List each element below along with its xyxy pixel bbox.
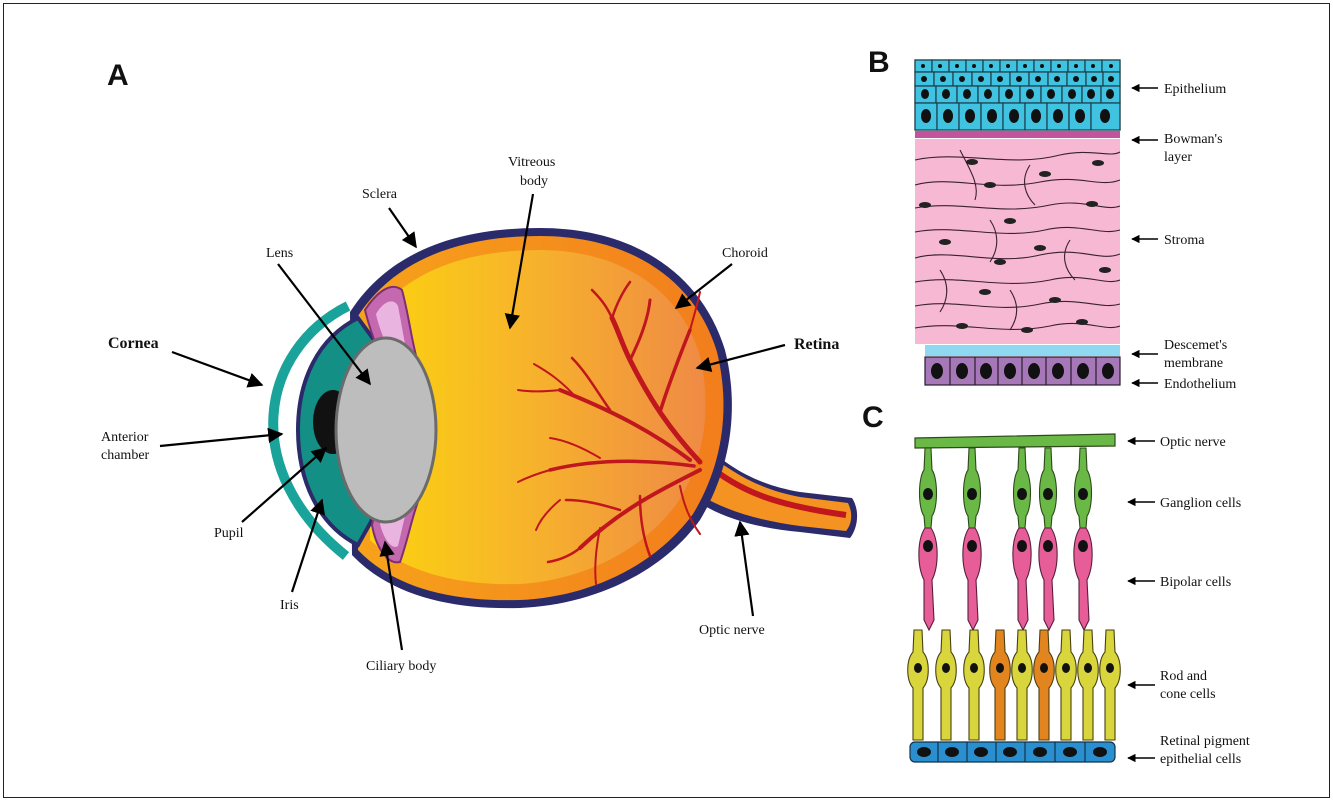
retina-layers-diagram: C Optic nerve Ganglion cells Bipol bbox=[862, 401, 1250, 767]
rod-nucleus bbox=[914, 663, 922, 673]
arrow-optic-nerve bbox=[740, 522, 753, 616]
stroma bbox=[915, 139, 1120, 344]
panel-letter-b: B bbox=[868, 46, 890, 79]
panel-letter-c: C bbox=[862, 401, 884, 434]
rod-nucleus bbox=[970, 663, 978, 673]
label-anterior-1: Anterior bbox=[101, 430, 149, 445]
cornea-layers-diagram: B bbox=[868, 46, 1236, 392]
arrow-anterior-chamber bbox=[160, 434, 282, 446]
label-lens: Lens bbox=[266, 246, 293, 261]
rod-cell bbox=[964, 630, 985, 740]
descemet-membrane bbox=[925, 345, 1120, 356]
rod-nucleus bbox=[1106, 663, 1114, 673]
rod-cell bbox=[936, 630, 957, 740]
label-optic-nerve: Optic nerve bbox=[699, 623, 765, 638]
label-bowman-2: layer bbox=[1164, 150, 1192, 165]
rod-cell bbox=[908, 630, 929, 740]
rod-cell bbox=[1100, 630, 1121, 740]
label-vitreous-2: body bbox=[520, 174, 548, 189]
bipolar-nucleus bbox=[1043, 540, 1053, 552]
rod-cell bbox=[1078, 630, 1099, 740]
ganglion-nucleus bbox=[923, 488, 933, 500]
rod-nucleus bbox=[942, 663, 950, 673]
rod-nucleus bbox=[1062, 663, 1070, 673]
retina-cell-columns bbox=[908, 448, 1121, 740]
lens bbox=[336, 338, 436, 522]
label-ganglion: Ganglion cells bbox=[1160, 496, 1241, 511]
bowman-layer bbox=[915, 131, 1120, 138]
cone-cell bbox=[1034, 630, 1055, 740]
bipolar-nucleus bbox=[967, 540, 977, 552]
endothelium-cells bbox=[925, 357, 1120, 385]
ganglion-nucleus bbox=[1017, 488, 1027, 500]
label-optic-nerve-c: Optic nerve bbox=[1160, 435, 1226, 450]
cone-cell bbox=[990, 630, 1011, 740]
panel-letter-a: A bbox=[107, 59, 129, 92]
label-bipolar: Bipolar cells bbox=[1160, 575, 1231, 590]
label-rod-cone-1: Rod and bbox=[1160, 669, 1207, 684]
rod-cell bbox=[1056, 630, 1077, 740]
label-bowman-1: Bowman's bbox=[1164, 132, 1223, 147]
label-descemet-2: membrane bbox=[1164, 356, 1223, 371]
label-choroid: Choroid bbox=[722, 246, 768, 261]
epithelium-cells bbox=[915, 60, 1120, 130]
ganglion-nucleus bbox=[967, 488, 977, 500]
arrow-cornea bbox=[172, 352, 262, 385]
rod-cell bbox=[1012, 630, 1033, 740]
label-epithelium: Epithelium bbox=[1164, 82, 1226, 97]
label-iris: Iris bbox=[280, 598, 299, 613]
label-sclera: Sclera bbox=[362, 187, 398, 202]
eye-diagram: A bbox=[101, 59, 857, 674]
label-rod-cone-2: cone cells bbox=[1160, 687, 1216, 702]
rpe-cells bbox=[910, 742, 1115, 762]
label-ciliary-body: Ciliary body bbox=[366, 659, 436, 674]
label-pupil: Pupil bbox=[214, 526, 244, 541]
label-descemet-1: Descemet's bbox=[1164, 338, 1227, 353]
label-vitreous-1: Vitreous bbox=[508, 155, 555, 170]
label-anterior-2: chamber bbox=[101, 448, 150, 463]
label-rpe-2: epithelial cells bbox=[1160, 752, 1241, 767]
bipolar-nucleus bbox=[1078, 540, 1088, 552]
ganglion-nucleus bbox=[1078, 488, 1088, 500]
label-rpe-1: Retinal pigment bbox=[1160, 734, 1250, 749]
cone-nucleus bbox=[1040, 663, 1048, 673]
bipolar-nucleus bbox=[1017, 540, 1027, 552]
arrow-sclera bbox=[389, 208, 416, 247]
rod-nucleus bbox=[1018, 663, 1026, 673]
rod-nucleus bbox=[1084, 663, 1092, 673]
ganglion-nucleus bbox=[1043, 488, 1053, 500]
bipolar-nucleus bbox=[923, 540, 933, 552]
label-stroma: Stroma bbox=[1164, 233, 1205, 248]
label-retina: Retina bbox=[794, 336, 839, 353]
label-endothelium: Endothelium bbox=[1164, 377, 1236, 392]
label-cornea: Cornea bbox=[108, 335, 159, 352]
nerve-fiber-layer bbox=[915, 434, 1115, 448]
cone-nucleus bbox=[996, 663, 1004, 673]
